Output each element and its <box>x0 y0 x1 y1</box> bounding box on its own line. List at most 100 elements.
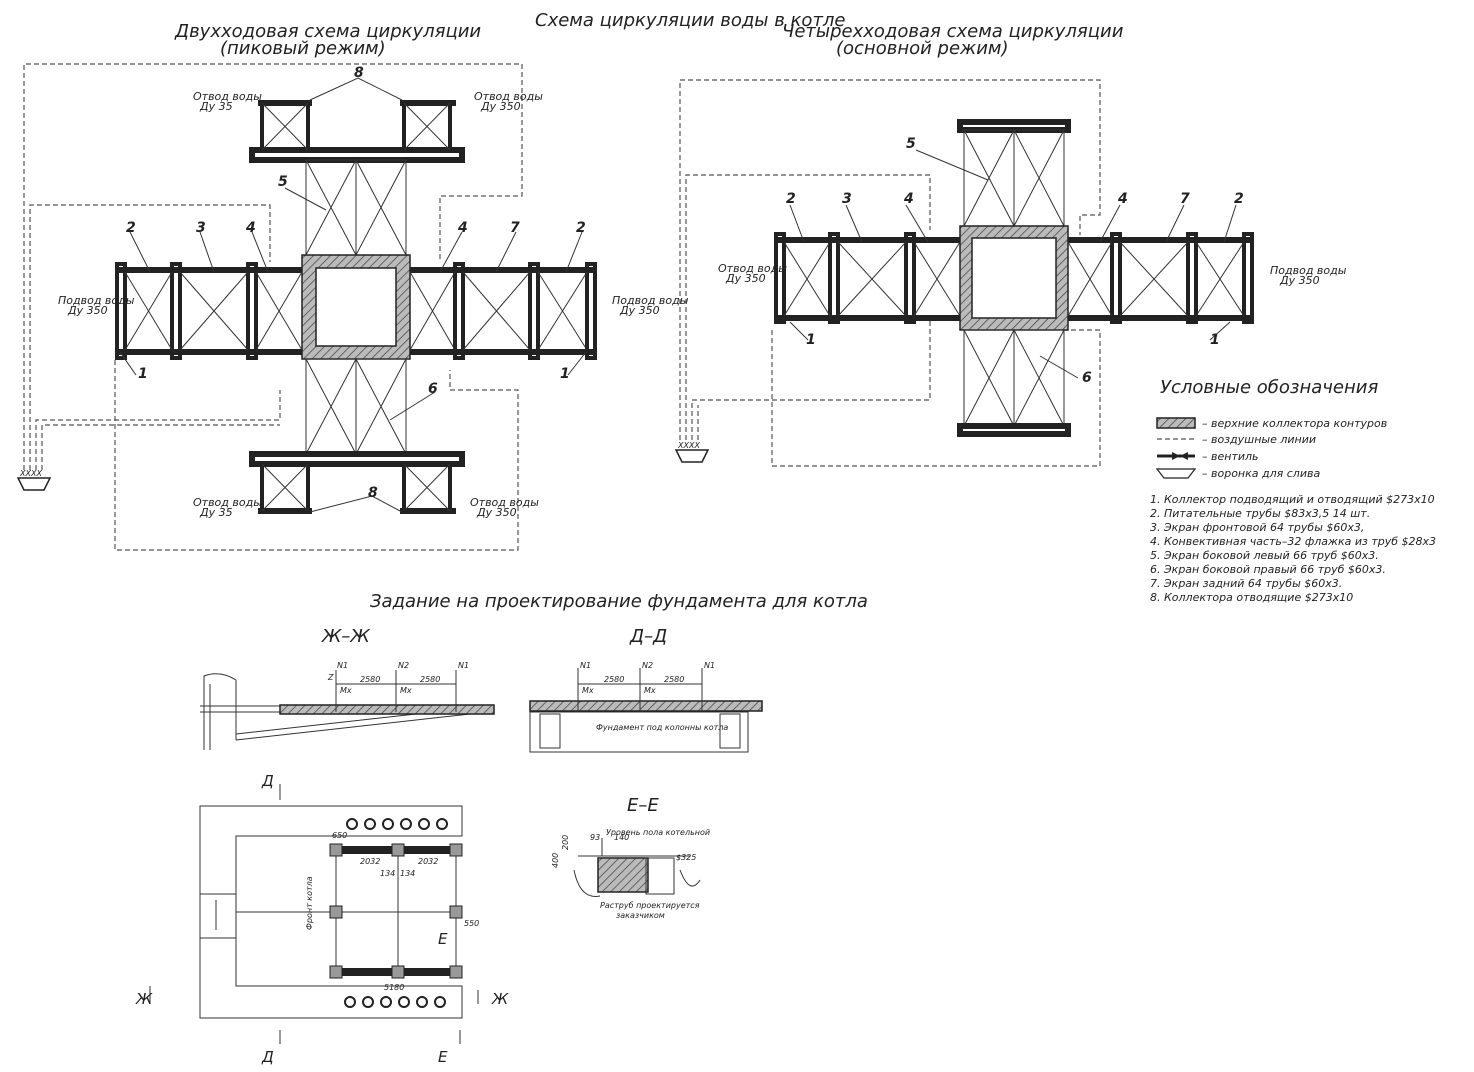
main-title: Схема циркуляции воды в котле <box>535 10 846 31</box>
plan-dim-134-b: 134 <box>400 869 415 878</box>
plan-front-label: Фронт котла <box>305 876 314 930</box>
left-du-br: Ду 350 <box>476 506 517 519</box>
e-dim-400: 400 <box>551 853 560 868</box>
plan-dim-2032-b: 2032 <box>418 857 438 866</box>
right-inlet: Подвод воды <box>1270 264 1347 277</box>
note-4: 4. Конвективная часть–32 флажка из труб … <box>1150 535 1436 548</box>
zh-dim-2: 2580 <box>420 675 440 684</box>
section-d <box>529 668 763 753</box>
section-zh-title: Ж–Ж <box>321 626 370 647</box>
note-5: 5. Экран боковой левый 66 труб $60х3. <box>1150 549 1379 562</box>
right-title-2: (основной режим) <box>836 38 1009 59</box>
section-e <box>573 838 701 897</box>
right-label-1b: 1 <box>1210 332 1220 348</box>
left-outlet-tl: Отвод воды <box>193 90 262 103</box>
plan-dim-650: 650 <box>332 831 347 840</box>
plan-dim-5180: 5180 <box>384 983 404 992</box>
plan-dim-550: 550 <box>464 919 479 928</box>
right-label-5: 5 <box>906 136 916 152</box>
legend-title: Условные обозначения <box>1160 377 1378 398</box>
plan-dim-134-a: 134 <box>380 869 395 878</box>
plan-mark-d-bottom: Д <box>261 1048 274 1066</box>
plan-mark-e-bottom: Е <box>438 1048 448 1066</box>
left-label-2a: 2 <box>126 220 136 236</box>
e-dim-325: $325 <box>676 853 696 862</box>
right-outlet-du: Ду 350 <box>725 272 766 285</box>
plan-mark-d-top: Д <box>261 772 274 790</box>
left-label-2b: 2 <box>576 220 586 236</box>
left-label-6: 6 <box>428 381 438 397</box>
right-label-7: 7 <box>1180 191 1190 207</box>
left-inlet-du-l: Ду 350 <box>67 304 108 317</box>
legend-item-3: – вентиль <box>1202 450 1259 463</box>
e-dim-200: 200 <box>561 835 570 850</box>
left-inlet-r: Подвод воды <box>612 294 689 307</box>
zh-n2: N2 <box>398 661 409 670</box>
left-inlet-du-r: Ду 350 <box>619 304 660 317</box>
note-3: 3. Экран фронтовой 64 трубы $60х3, <box>1150 521 1364 534</box>
left-outlet-br: Отвод воды <box>470 496 539 509</box>
zh-mx-1: Mx <box>340 686 352 695</box>
zh-z: Z <box>327 673 334 682</box>
d-mx-2: Mx <box>644 686 656 695</box>
right-label-2a: 2 <box>786 191 796 207</box>
left-label-5: 5 <box>278 174 288 190</box>
zh-n1-a: N1 <box>337 661 348 670</box>
note-7: 7. Экран задний 64 трубы $60х3. <box>1150 577 1342 590</box>
e-dim-140: 140 <box>614 833 629 842</box>
left-du-tr: Ду 350 <box>480 100 521 113</box>
plan-mark-zh-right: Ж <box>491 990 509 1008</box>
right-scheme: XXXX <box>674 79 1254 467</box>
left-inlet-l: Подвод воды <box>58 294 135 307</box>
svg-text:XXXX: XXXX <box>677 441 700 450</box>
note-8: 8. Коллектора отводящие $273х10 <box>1150 591 1353 604</box>
note-6: 6. Экран боковой правый 66 труб $60х3. <box>1150 563 1386 576</box>
right-inlet-du: Ду 350 <box>1279 274 1320 287</box>
d-n2: N2 <box>642 661 653 670</box>
left-label-3: 3 <box>196 220 206 236</box>
section-zh <box>200 670 495 750</box>
legend-item-2: – воздушные линии <box>1202 433 1316 446</box>
legend-item-1: – верхние коллектора контуров <box>1202 417 1387 430</box>
note-1: 1. Коллектор подводящий и отводящий $273… <box>1150 493 1435 506</box>
left-du-tl: Ду 35 <box>199 100 233 113</box>
d-mx-1: Mx <box>582 686 594 695</box>
e-floor-label: Уровень пола котельной <box>606 828 710 837</box>
d-dim-1: 2580 <box>604 675 624 684</box>
d-n1-b: N1 <box>704 661 715 670</box>
note-2: 2. Питательные трубы $83х3,5 14 шт. <box>1150 507 1370 520</box>
left-title-2: (пиковый режим) <box>220 38 386 59</box>
left-label-1a: 1 <box>138 366 148 382</box>
foundation-title: Задание на проектирование фундамента для… <box>370 591 868 612</box>
right-outlet: Отвод воды <box>718 262 787 275</box>
right-label-2b: 2 <box>1234 191 1244 207</box>
left-outlet-bl: Отвод воды <box>193 496 262 509</box>
zh-dim-1: 2580 <box>360 675 380 684</box>
d-dim-2: 2580 <box>664 675 684 684</box>
right-label-4b: 4 <box>1117 191 1128 207</box>
legend-item-4: – воронка для слива <box>1202 467 1320 480</box>
e-dim-93: 93 <box>590 833 600 842</box>
left-label-7: 7 <box>510 220 520 236</box>
d-n1-a: N1 <box>580 661 591 670</box>
section-d-title: Д–Д <box>629 626 667 647</box>
right-label-4a: 4 <box>903 191 914 207</box>
d-fund-label: Фундамент под колонны котла <box>596 723 728 732</box>
right-label-6: 6 <box>1082 370 1092 386</box>
plan-dim-2032-a: 2032 <box>360 857 380 866</box>
foundation-plan <box>149 784 479 1044</box>
section-e-title: Е–Е <box>627 795 659 816</box>
svg-text:XXXX: XXXX <box>19 469 42 478</box>
legend: Условные обозначения – верхние коллектор… <box>1155 377 1387 480</box>
e-pipe-label: Раструб проектируется <box>600 901 700 910</box>
notes: 1. Коллектор подводящий и отводящий $273… <box>1150 493 1436 604</box>
left-label-8-bottom: 8 <box>368 485 378 501</box>
zh-n1-b: N1 <box>458 661 469 670</box>
left-title-1: Двухходовая схема циркуляции <box>174 21 481 42</box>
right-title-1: Четырехходовая схема циркуляции <box>782 21 1124 42</box>
plan-mark-e-top: Е <box>438 930 448 948</box>
left-outlet-tr: Отвод воды <box>474 90 543 103</box>
left-du-bl: Ду 35 <box>199 506 233 519</box>
zh-mx-2: Mx <box>400 686 412 695</box>
